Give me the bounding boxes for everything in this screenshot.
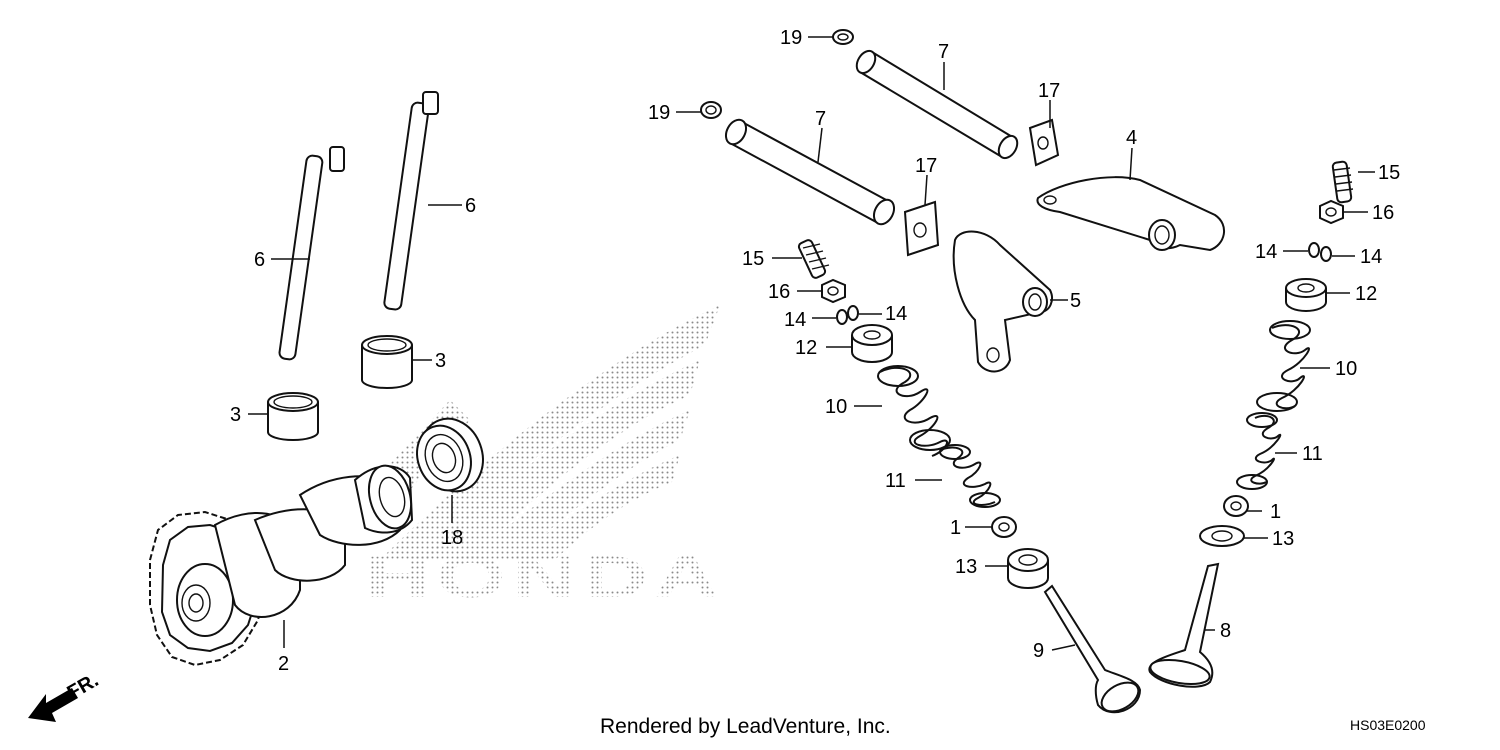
callout-3-lower: 3 [230,404,241,426]
callout-3-upper: 3 [435,350,446,372]
callout-14-left-a: 14 [784,309,806,331]
valve-seal-left [991,516,1017,538]
spring-seat-right [1199,525,1245,547]
outer-spring-right [1256,320,1311,412]
lock-nut-right [1319,199,1344,225]
lifter-bushing-upper [361,335,413,389]
cotter-right [1308,242,1332,262]
callout-7-upper: 7 [938,41,949,63]
credit-text: Rendered by LeadVenture, Inc. [600,715,891,738]
adjuster-screw-left [797,239,830,279]
washer-upper [832,29,854,45]
rocker-arm-4 [1036,176,1225,252]
callout-17-upper: 17 [1038,80,1060,102]
rocker-shaft-lower [724,118,896,226]
callout-11-right: 11 [1302,443,1323,465]
adjuster-screw-right [1331,160,1354,204]
callout-16-right: 16 [1372,202,1394,224]
inner-spring-right [1236,412,1282,490]
outer-spring-left [877,365,951,457]
callout-11-left: 11 [885,470,906,492]
callout-13-right: 13 [1272,528,1294,550]
bearing [416,417,484,493]
lock-nut-left [821,278,846,304]
callout-2: 2 [278,653,289,675]
valve-seal-right [1223,495,1249,517]
inner-spring-left [939,444,1001,508]
callout-6-left: 6 [254,249,265,271]
callout-5: 5 [1070,290,1081,312]
plate-upper [1028,118,1060,167]
honda-watermark-text: HONDA [365,545,725,610]
callout-15-left: 15 [742,248,764,270]
honda-wing-watermark: HONDA [365,305,725,610]
pushrod-left [278,146,345,361]
callout-1-right: 1 [1270,501,1281,523]
valve-left [1043,584,1142,714]
plate-lower [903,200,940,257]
callout-15-right: 15 [1378,162,1400,184]
front-direction-marker: FR. [28,669,102,722]
callout-19-upper: 19 [780,27,802,49]
rocker-arm-5 [952,230,1053,373]
callout-14-left-b: 14 [885,303,907,325]
rocker-shaft-upper [855,49,1019,160]
leader-lines [248,36,1375,651]
retainer-left [851,324,893,363]
lifter-bushing-lower [267,392,319,441]
callout-18: 18 [441,527,463,549]
retainer-right [1285,278,1327,312]
callout-17-lower: 17 [915,155,937,177]
callout-13-left: 13 [955,556,977,578]
callout-8: 8 [1220,620,1231,642]
callout-14-right-a: 14 [1255,241,1277,263]
camshaft [149,464,414,667]
callout-6-right: 6 [465,195,476,217]
callout-12-right: 12 [1355,283,1377,305]
callout-10-right: 10 [1335,358,1357,380]
callout-4: 4 [1126,127,1137,149]
arrow-left-icon [28,688,78,722]
callout-9: 9 [1033,640,1044,662]
washer-lower [700,101,722,119]
valve-right [1148,562,1220,688]
diagram-code: HS03E0200 [1350,717,1426,733]
callout-19-lower: 19 [648,102,670,124]
pushrod-right [383,91,439,311]
callout-numbers: 19 19 7 7 17 17 4 5 6 6 3 3 18 2 15 16 1… [230,27,1400,675]
cotter-left [836,305,859,325]
callout-14-right-b: 14 [1360,246,1382,268]
callout-10-left: 10 [825,396,847,418]
callout-12-left: 12 [795,337,817,359]
callout-16-left: 16 [768,281,790,303]
callout-7-lower: 7 [815,108,826,130]
callout-1-left: 1 [950,517,961,539]
spring-seat-left [1007,548,1049,589]
